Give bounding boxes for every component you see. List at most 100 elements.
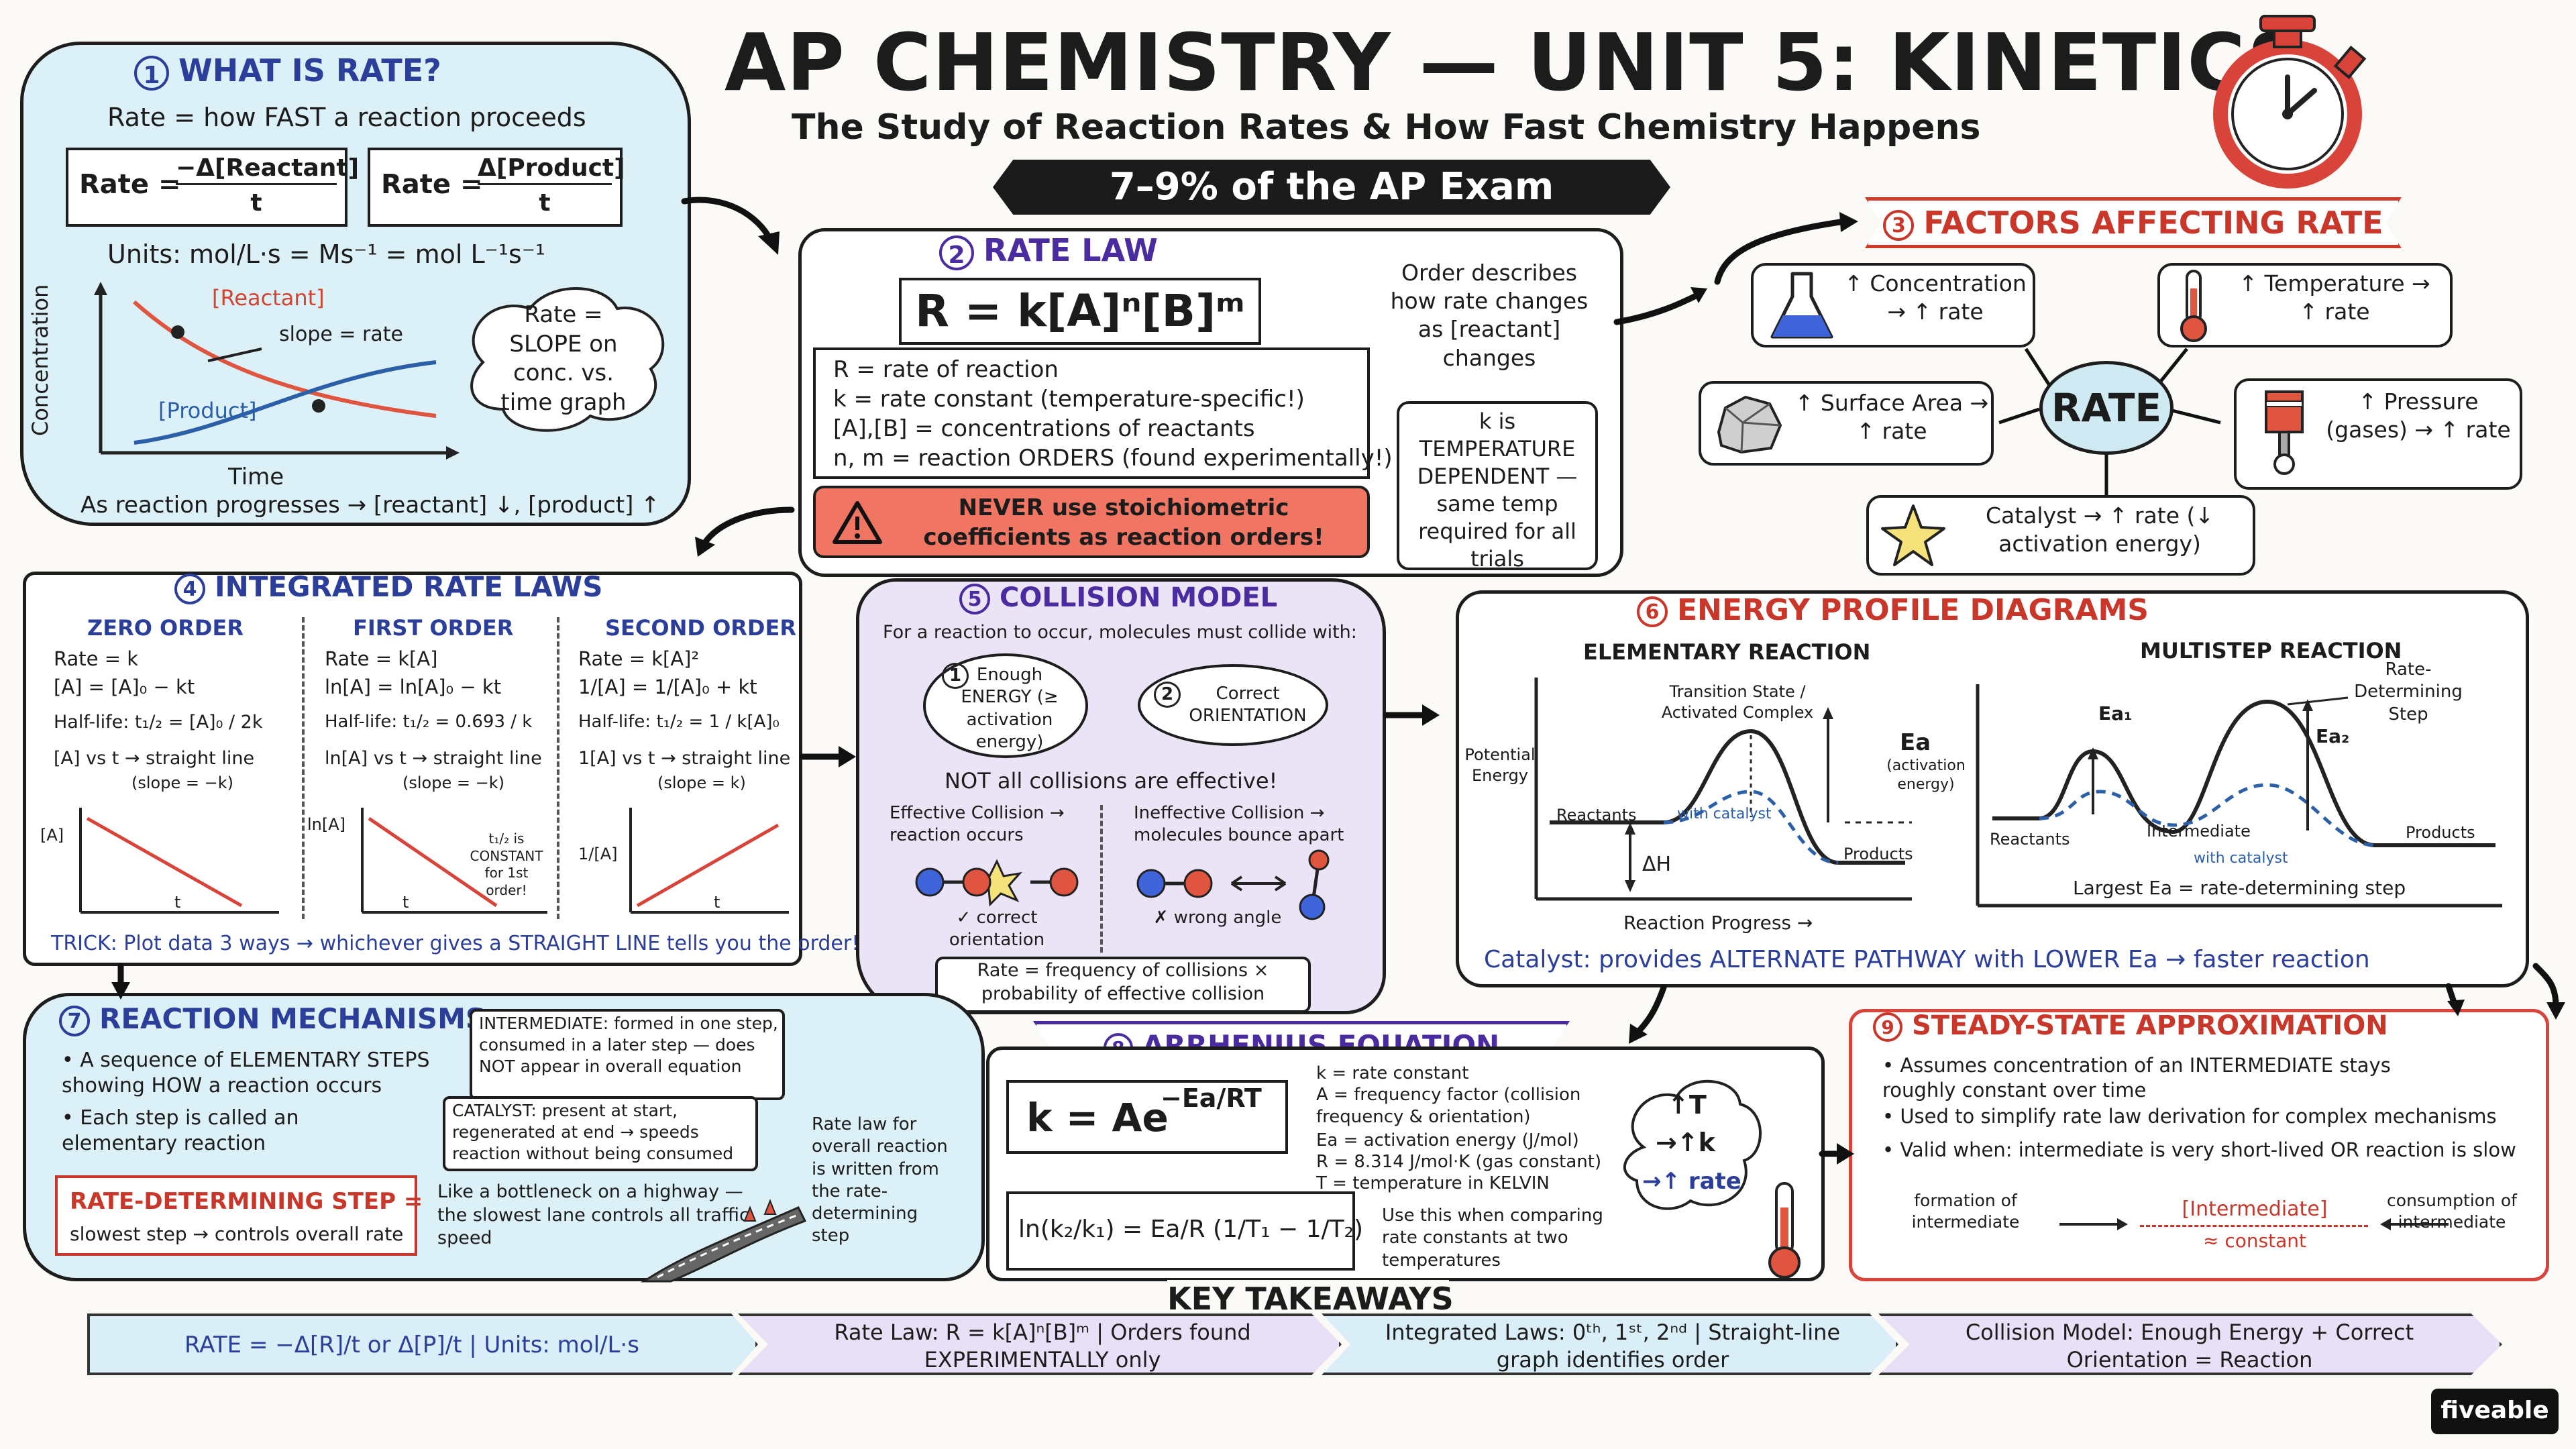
arrhenius-equation — [1006, 1080, 1288, 1154]
second-order-head: SECOND ORDER — [605, 615, 796, 641]
rate-law-mechanism-note: Rate law for overall reaction is written… — [812, 1114, 948, 1246]
first-order-head: FIRST ORDER — [353, 615, 514, 641]
zero-order-head: ZERO ORDER — [87, 615, 244, 641]
products-label: Products — [1843, 845, 1913, 863]
catalyst-pathway-note: Catalyst: provides ALTERNATE PATHWAY wit… — [1484, 946, 2370, 973]
warning-text: NEVER use stoichiometric coefficients as… — [923, 494, 1324, 551]
rate-def-2: [A],[B] = concentrations of reactants — [833, 415, 1255, 442]
zero-order-l3: Half-life: t₁/₂ = [A]₀ / 2k — [54, 712, 263, 733]
col-divider-2 — [557, 617, 559, 919]
factor-pressure-text: ↑ Pressure (gases) → ↑ rate — [2326, 388, 2511, 443]
zero-order-graph — [79, 808, 279, 914]
ineffective-head: Ineffective Collision → molecules bounce… — [1134, 803, 1344, 846]
elementary-title: ELEMENTARY REACTION — [1583, 639, 1871, 665]
takeaway-1-text: RATE = −Δ[R]/t or Δ[P]/t | Units: mol/L·… — [184, 1332, 639, 1358]
first-order-l1: Rate = k[A] — [325, 647, 438, 670]
first-order-l4: ln[A] vs t → straight line — [325, 748, 542, 769]
collision-rate-text: Rate = frequency of collisions × probabi… — [977, 960, 1269, 1004]
takeaway-4: Collision Model: Enough Energy + Correct… — [1878, 1313, 2502, 1375]
takeaway-2: Rate Law: R = k[A]ⁿ[B]ᵐ | Orders found E… — [738, 1313, 1342, 1375]
reactants-label: Reactants — [1556, 806, 1637, 824]
ea-label: Ea — [1900, 729, 1931, 756]
warning-icon — [833, 501, 882, 544]
s1-definition: Rate = how FAST a reaction proceeds — [107, 103, 586, 132]
graph-reactant-label: [Reactant] — [212, 285, 325, 311]
zero-graph-ylab: [A] — [40, 826, 64, 845]
f2-num: Δ[Product] — [478, 153, 625, 185]
orientation-condition-num: 2 — [1154, 682, 1181, 708]
second-graph-ylab: 1/[A] — [578, 845, 618, 863]
steady-bullet-1: • Assumes concentration of an INTERMEDIA… — [1882, 1054, 2391, 1102]
section-steady-state — [1849, 1009, 2549, 1281]
graph-slope-label: slope = rate — [279, 323, 403, 346]
intermediate-box — [470, 1009, 785, 1100]
first-order-graph — [361, 808, 547, 914]
effective-head: Effective Collision → reaction occurs — [890, 803, 1065, 846]
factor-catalyst-text: Catalyst → ↑ rate (↓ activation energy) — [1985, 502, 2214, 557]
rate-hub: RATE — [2039, 361, 2174, 455]
s5-intro: For a reaction to occur, molecules must … — [883, 622, 1357, 643]
collision-divider — [1100, 805, 1103, 953]
zero-graph-xlab: t — [174, 893, 181, 912]
factor-surface-area-text: ↑ Surface Area → ↑ rate — [1794, 390, 1989, 445]
first-graph-xlab: t — [402, 893, 409, 912]
order-note: Order describes how rate changes as [rea… — [1390, 260, 1589, 371]
energy-condition-num: 1 — [942, 663, 969, 689]
arr-def-2: Ea = activation energy (J/mol) — [1316, 1130, 1579, 1150]
stopwatch-icon — [2213, 15, 2367, 189]
cloud-line-1: →↑k — [1656, 1128, 1715, 1157]
section-what-is-rate — [20, 42, 691, 526]
slope-cloud — [470, 287, 665, 432]
takeaway-3: Integrated Laws: 0ᵗʰ, 1ˢᵗ, 2ⁿᵈ | Straigh… — [1322, 1313, 1898, 1375]
multistep-profile — [1976, 684, 2502, 908]
first-graph-ylab: ln[A] — [307, 815, 346, 834]
factor-temperature — [2157, 263, 2453, 347]
reaction-progress-label: Reaction Progress → — [1623, 912, 1813, 934]
steady-dash — [2140, 1225, 2368, 1227]
page-subtitle: The Study of Reaction Rates & How Fast C… — [792, 107, 1981, 148]
ineffective-label: ✗ wrong angle — [1153, 908, 1282, 928]
rate-law-equation: R = k[A]ⁿ[B]ᵐ — [899, 278, 1261, 345]
rate-hub-label: RATE — [2051, 385, 2162, 431]
rds-box — [55, 1175, 417, 1256]
flask-icon — [1770, 272, 1833, 339]
mechanism-bullet-2: • Each step is called an elementary reac… — [62, 1106, 299, 1156]
k-temperature-note — [1397, 401, 1598, 570]
rds-body: slowest step → controls overall rate — [70, 1223, 404, 1245]
multistep-with-catalyst: with catalyst — [2194, 850, 2288, 867]
section-integrated-rate-laws — [23, 572, 802, 966]
rds-title: RATE-DETERMINING STEP = — [70, 1188, 423, 1215]
takeaway-2-text: Rate Law: R = k[A]ⁿ[B]ᵐ | Orders found E… — [834, 1320, 1251, 1373]
col-divider-1 — [302, 617, 305, 919]
s1-units: Units: mol/L·s = Ms⁻¹ = mol L⁻¹s⁻¹ — [107, 239, 546, 269]
catalyst-box — [443, 1096, 758, 1171]
formation-label: formation of intermediate — [1911, 1191, 2020, 1232]
arrhenius-eq: k = Ae — [1026, 1095, 1169, 1140]
intermediate-label: Intermediate — [2147, 822, 2251, 841]
rds-label: Rate-Determining Step — [2354, 659, 2463, 724]
two-point-equation — [1006, 1191, 1355, 1271]
takeaway-4-text: Collision Model: Enough Energy + Correct… — [1965, 1320, 2414, 1373]
page-title: AP CHEMISTRY — UNIT 5: KINETICS — [724, 16, 2305, 109]
thermometer-icon — [2180, 270, 2207, 342]
factor-concentration-text: ↑ Concentration → ↑ rate — [1844, 270, 2027, 325]
steady-bullet-2: • Used to simplify rate law derivation f… — [1882, 1105, 2497, 1128]
arrhenius-exp: −Ea/RT — [1161, 1083, 1262, 1113]
zero-order-l1: Rate = k — [54, 647, 139, 670]
two-point-eq: ln(k₂/k₁) = Ea/R (1/T₁ − 1/T₂) — [1018, 1216, 1364, 1243]
s1-footer: As reaction progresses → [reactant] ↓, [… — [80, 492, 660, 519]
second-graph-xlab: t — [714, 893, 720, 912]
second-order-l3: Half-life: t₁/₂ = 1 / k[A]₀ — [578, 712, 780, 732]
first-order-l3: Half-life: t₁/₂ = 0.693 / k — [325, 712, 533, 732]
first-order-l2: ln[A] = ln[A]₀ − kt — [325, 676, 502, 698]
compare-note: Use this when comparing rate constants a… — [1382, 1205, 1603, 1271]
multistep-title: MULTISTEP REACTION — [2140, 638, 2402, 663]
second-order-l2: 1/[A] = 1/[A]₀ + kt — [578, 676, 757, 698]
orientation-condition-text: Correct ORIENTATION — [1189, 684, 1307, 727]
